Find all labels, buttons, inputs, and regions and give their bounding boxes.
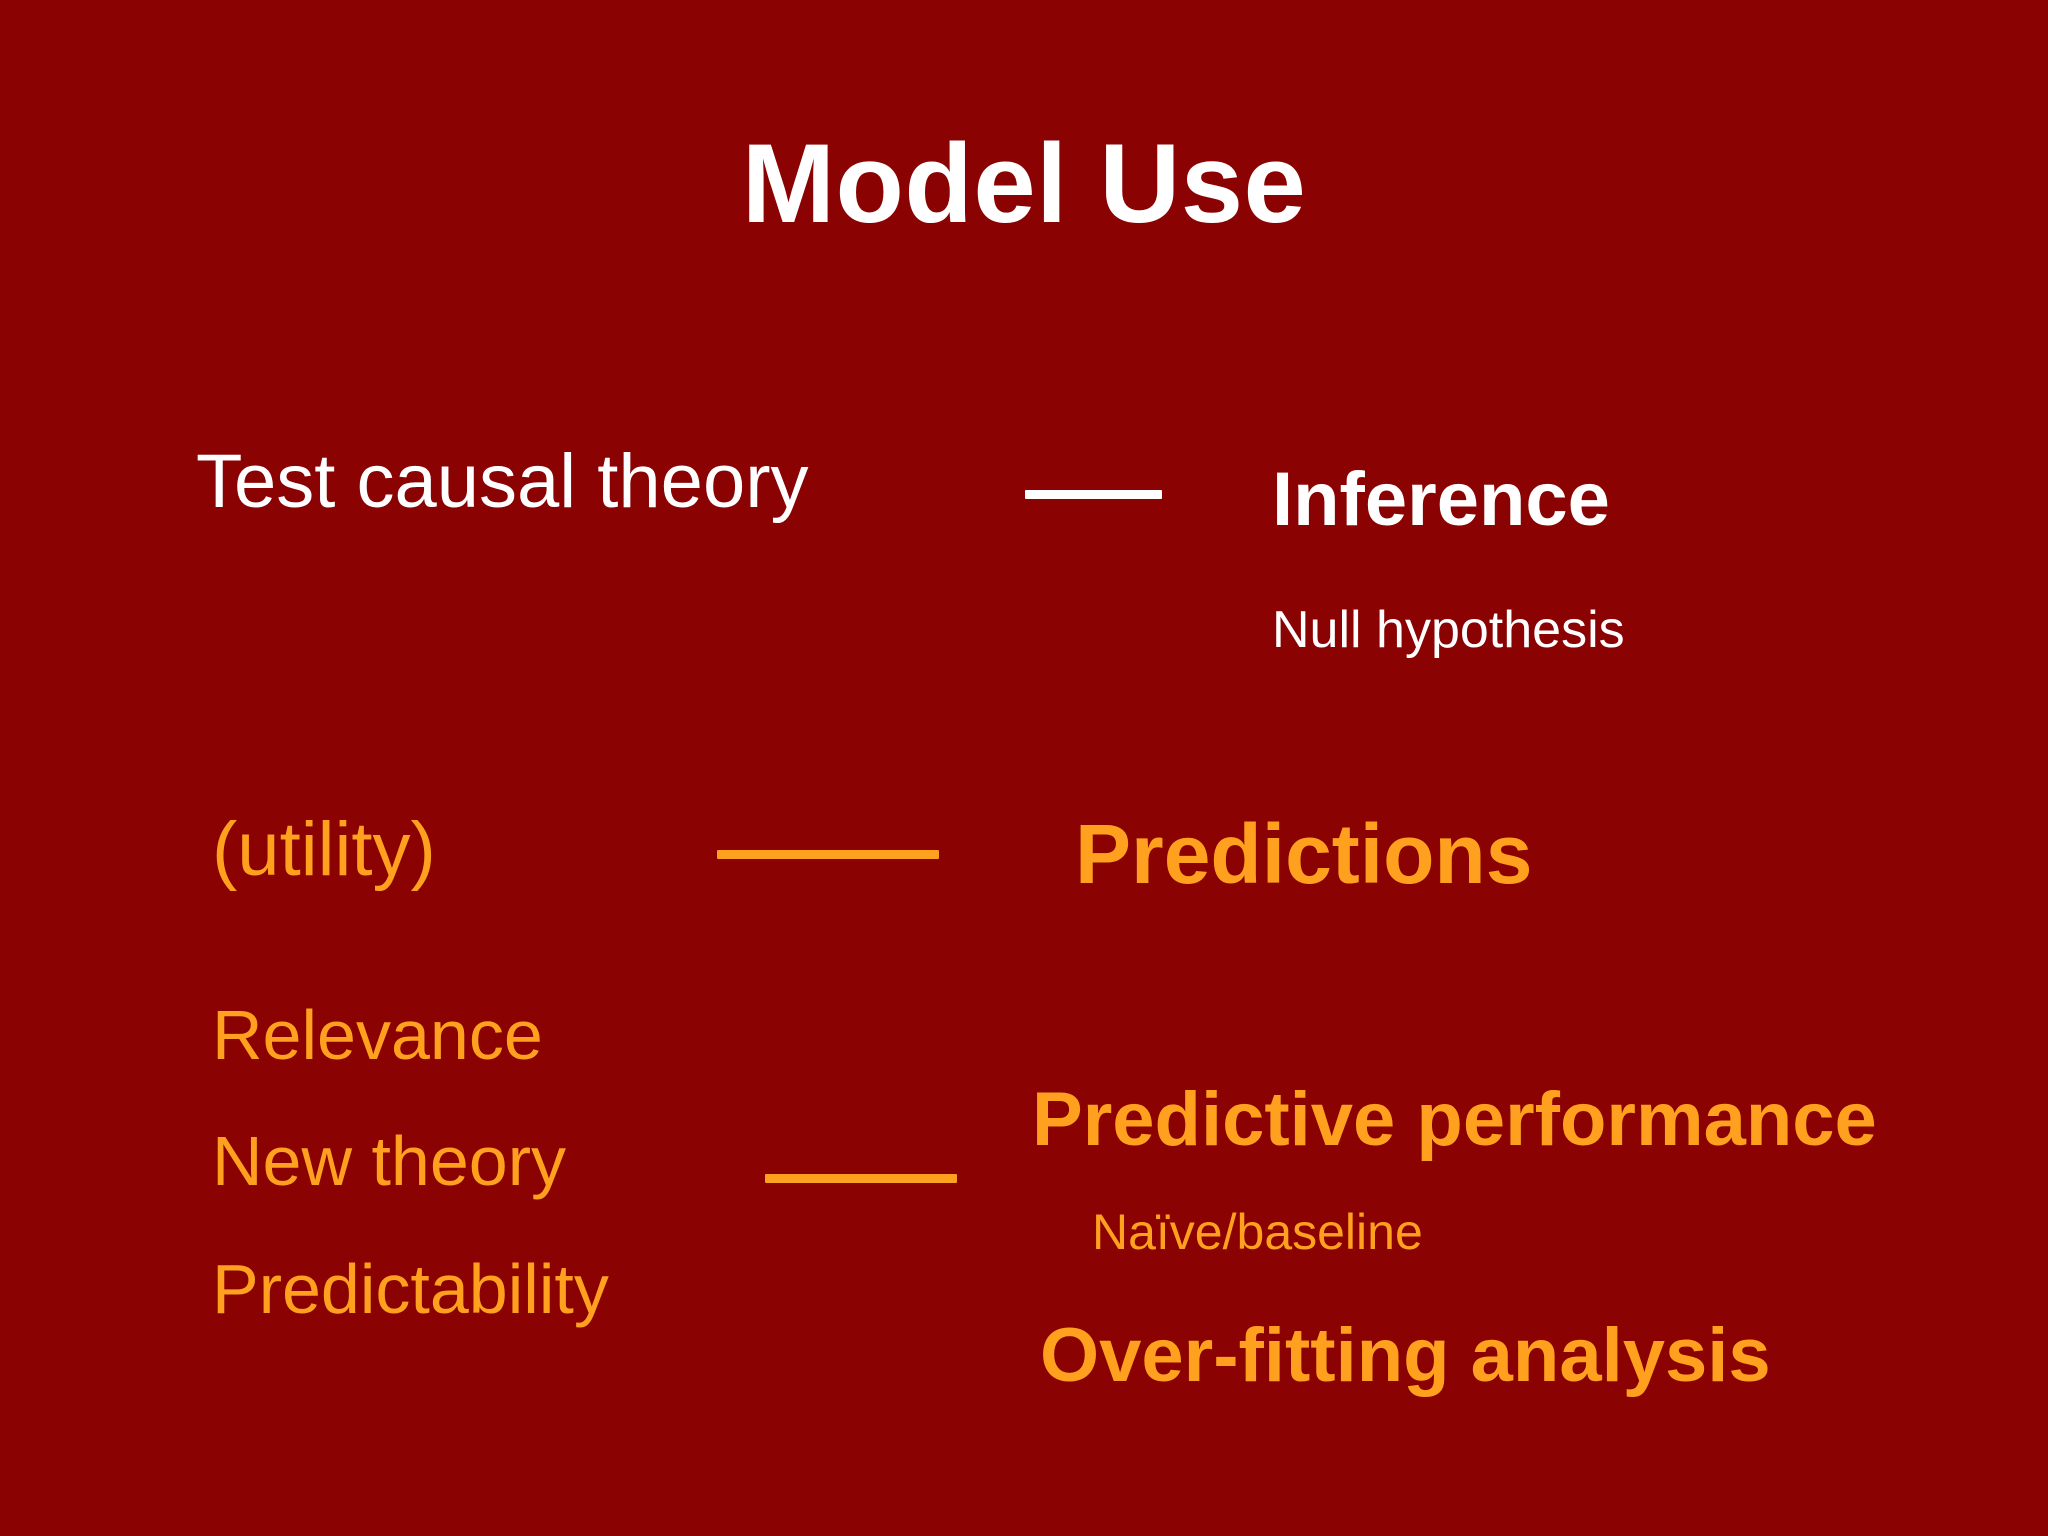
list-item-relevance: Relevance [212,996,543,1074]
heading-over-fitting-analysis: Over-fitting analysis [1040,1313,1771,1398]
list-item-predictability: Predictability [212,1250,609,1328]
heading-inference: Inference [1272,457,1610,542]
list-item-new-theory: New theory [212,1122,567,1200]
subnote-null-hypothesis: Null hypothesis [1272,601,1625,659]
label-test-causal-theory: Test causal theory [196,439,809,524]
heading-predictions: Predictions [1075,807,1533,901]
connector-rule-inference [1025,490,1162,499]
connector-rule-predictive-performance [765,1174,957,1183]
page-title: Model Use [741,121,1307,246]
connector-rule-predictions [717,850,939,859]
label-utility: (utility) [212,807,436,892]
heading-predictive-performance: Predictive performance [1032,1077,1877,1162]
subnote-naive-baseline: Naïve/baseline [1092,1204,1423,1260]
